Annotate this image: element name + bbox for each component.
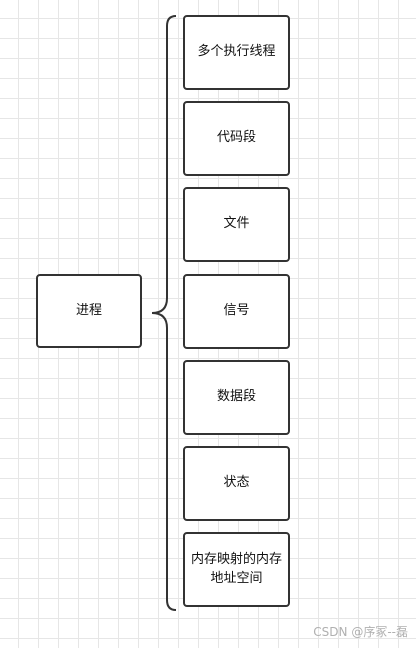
child-node-state: 状态 — [183, 446, 290, 521]
child-node-threads: 多个执行线程 — [183, 15, 290, 90]
child-node-code-segment: 代码段 — [183, 101, 290, 176]
child-node-label: 内存映射的内存地址空间 — [191, 551, 283, 586]
child-node-label: 信号 — [223, 303, 250, 319]
child-node-label: 数据段 — [216, 389, 256, 405]
child-node-label: 多个执行线程 — [197, 44, 276, 60]
child-node-label: 文件 — [223, 216, 250, 232]
child-node-label: 状态 — [223, 475, 250, 491]
child-node-signals: 信号 — [183, 274, 290, 349]
root-node-label: 进程 — [75, 302, 102, 318]
child-node-data-segment: 数据段 — [183, 360, 290, 435]
child-node-memory-mapping: 内存映射的内存地址空间 — [183, 532, 290, 607]
child-node-label: 代码段 — [216, 130, 256, 146]
watermark: CSDN @序冢--磊 — [313, 625, 408, 639]
root-node-process: 进程 — [36, 274, 142, 348]
child-node-files: 文件 — [183, 187, 290, 262]
